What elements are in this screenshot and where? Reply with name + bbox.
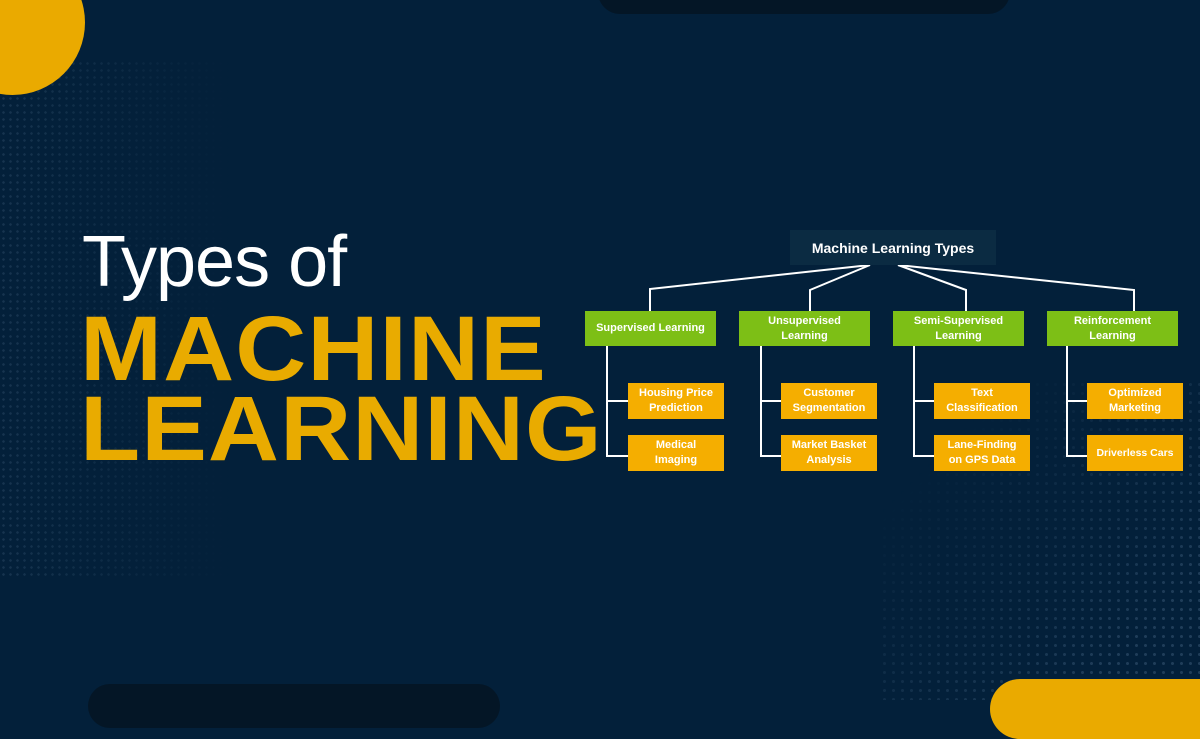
leaf-customer-segmentation: Customer Segmentation [781, 383, 877, 419]
heading-line-1: Types of [82, 222, 347, 302]
diagram-root-node: Machine Learning Types [790, 230, 996, 265]
leaf-driverless-cars: Driverless Cars [1087, 435, 1183, 471]
dot-texture-left [0, 60, 260, 580]
heading-line-2: MACHINE [80, 298, 547, 400]
leaf-medical-imaging: Medical Imaging [628, 435, 724, 471]
category-semi-supervised: Semi-Supervised Learning [893, 311, 1024, 346]
leaf-lane-finding: Lane-Finding on GPS Data [934, 435, 1030, 471]
category-supervised: Supervised Learning [585, 311, 716, 346]
leaf-text-classification: Text Classification [934, 383, 1030, 419]
category-unsupervised: Unsupervised Learning [739, 311, 870, 346]
leaf-optimized-marketing: Optimized Marketing [1087, 383, 1183, 419]
connector-lines [606, 264, 1135, 457]
heading-line-3: LEARNING [80, 378, 603, 480]
leaf-housing-price-prediction: Housing Price Prediction [628, 383, 724, 419]
category-reinforcement: Reinforcement Learning [1047, 311, 1178, 346]
decorative-pill-top [598, 0, 1010, 14]
dot-texture-right [880, 380, 1200, 700]
leaf-market-basket-analysis: Market Basket Analysis [781, 435, 877, 471]
